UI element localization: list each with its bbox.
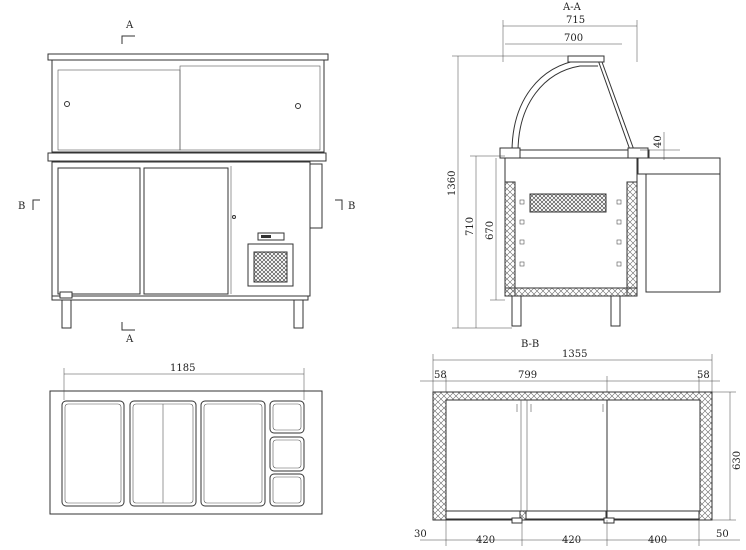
glass-canopy	[51, 57, 325, 153]
side-cabinet	[504, 157, 638, 297]
dim-side-inner-width: 700	[564, 33, 583, 44]
dim-plan-door-1: 420	[476, 535, 495, 546]
door-middle	[143, 167, 229, 295]
dim-plan-total-width: 1355	[562, 349, 587, 360]
dim-plan-depth: 630	[732, 451, 743, 470]
section-marker-a-top: A	[121, 20, 135, 44]
dim-plan-bottom-right: 50	[716, 529, 729, 540]
section-label-b-right: B	[348, 201, 355, 212]
side-leg-right	[610, 295, 621, 327]
plan-door-1	[445, 510, 521, 520]
section-bb-label: B-B	[521, 339, 539, 350]
section-marker-b-right: B	[335, 199, 355, 212]
pan-3	[200, 400, 266, 507]
section-marker-a-bottom: A	[121, 322, 135, 345]
side-shelf	[637, 157, 721, 175]
leg-left	[61, 299, 72, 329]
dim-side-outer-width: 715	[566, 15, 585, 26]
section-label-a-top: A	[125, 20, 134, 31]
top-view: 1185	[49, 363, 323, 515]
curved-glass	[511, 59, 600, 153]
dim-top-width: 1185	[170, 363, 195, 374]
dim-side-counter-height: 710	[465, 217, 476, 236]
leg-right	[293, 299, 304, 329]
section-bb-view: B-B 1355 58 799 58 630	[414, 339, 743, 546]
door-left	[57, 167, 141, 295]
dim-plan-wall-left: 58	[434, 370, 447, 381]
dim-side-top-gap: 40	[653, 135, 664, 148]
plan-interior	[445, 399, 701, 512]
dim-plan-wall-right: 58	[697, 370, 710, 381]
side-leg-left	[511, 295, 522, 327]
dim-plan-inner-span: 799	[518, 370, 537, 381]
front-view: A B B	[18, 20, 355, 345]
pan-small-3	[269, 473, 305, 507]
evaporator-grille	[529, 193, 607, 213]
dim-side-total-height: 1360	[447, 171, 458, 196]
section-label-a-bottom: A	[125, 334, 134, 345]
pan-1	[61, 400, 125, 507]
dim-side-inner-height: 670	[485, 221, 496, 240]
pan-small-1	[269, 400, 305, 434]
pan-small-2	[269, 436, 305, 472]
dim-plan-bottom-offset: 30	[414, 529, 427, 540]
section-label-b-left: B	[18, 201, 25, 212]
section-aa-view: A-A 715 700	[447, 2, 721, 329]
dim-plan-door-3: 400	[648, 535, 667, 546]
dim-plan-door-2: 420	[562, 535, 581, 546]
section-marker-b-left: B	[18, 199, 40, 212]
section-aa-label: A-A	[562, 2, 582, 13]
plan-door-3	[606, 510, 700, 520]
plan-door-2	[525, 510, 607, 520]
